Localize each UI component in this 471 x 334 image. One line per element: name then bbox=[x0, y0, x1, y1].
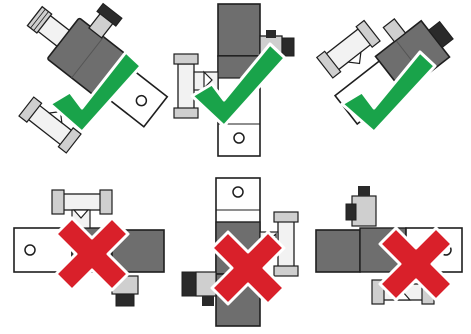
fitting bbox=[52, 190, 112, 228]
panel-top-left bbox=[19, 0, 188, 153]
panel-bottom-center bbox=[182, 178, 298, 326]
panel-bottom-right bbox=[316, 186, 462, 304]
actuator-head bbox=[316, 230, 360, 272]
panel-bottom-left bbox=[14, 190, 164, 306]
panel-top-center bbox=[174, 4, 294, 156]
panel-top-right bbox=[317, 0, 461, 132]
fitting bbox=[346, 186, 376, 226]
body-port bbox=[234, 133, 244, 143]
actuator-head bbox=[218, 4, 260, 56]
body-port bbox=[233, 187, 243, 197]
body-port bbox=[25, 245, 35, 255]
